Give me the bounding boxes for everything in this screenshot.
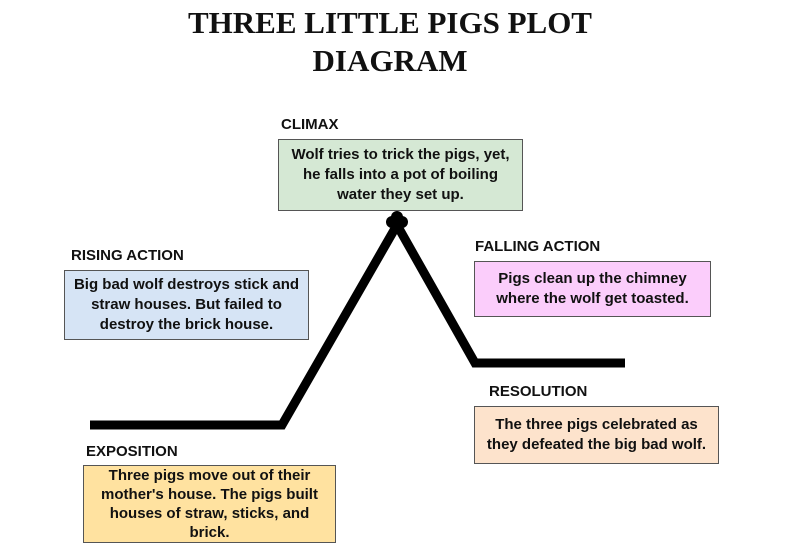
falling-action-text: Pigs clean up the chimney where the wolf…: [496, 270, 689, 307]
exposition-label: EXPOSITION: [86, 443, 178, 460]
title-line-2: DIAGRAM: [312, 43, 468, 78]
resolution-box: The three pigs celebrated as they defeat…: [474, 406, 719, 464]
falling-action-box: Pigs clean up the chimney where the wolf…: [474, 261, 711, 317]
climax-peak-marker: [386, 211, 408, 234]
resolution-text: The three pigs celebrated as they defeat…: [486, 416, 707, 453]
page-title: THREE LITTLE PIGS PLOT DIAGRAM: [150, 4, 630, 80]
rising-action-label: RISING ACTION: [71, 247, 184, 264]
climax-box: Wolf tries to trick the pigs, yet, he fa…: [278, 139, 523, 211]
rising-action-text: Big bad wolf destroys stick and straw ho…: [73, 276, 300, 333]
rising-action-box: Big bad wolf destroys stick and straw ho…: [64, 270, 309, 340]
title-line-1: THREE LITTLE PIGS PLOT: [188, 5, 592, 40]
falling-action-label: FALLING ACTION: [475, 238, 601, 255]
climax-text: Wolf tries to trick the pigs, yet, he fa…: [291, 146, 510, 203]
climax-label: CLIMAX: [281, 116, 339, 133]
resolution-label: RESOLUTION: [489, 383, 588, 400]
exposition-box: Three pigs move out of their mother's ho…: [83, 465, 336, 543]
exposition-text: Three pigs move out of their mother's ho…: [101, 467, 318, 541]
